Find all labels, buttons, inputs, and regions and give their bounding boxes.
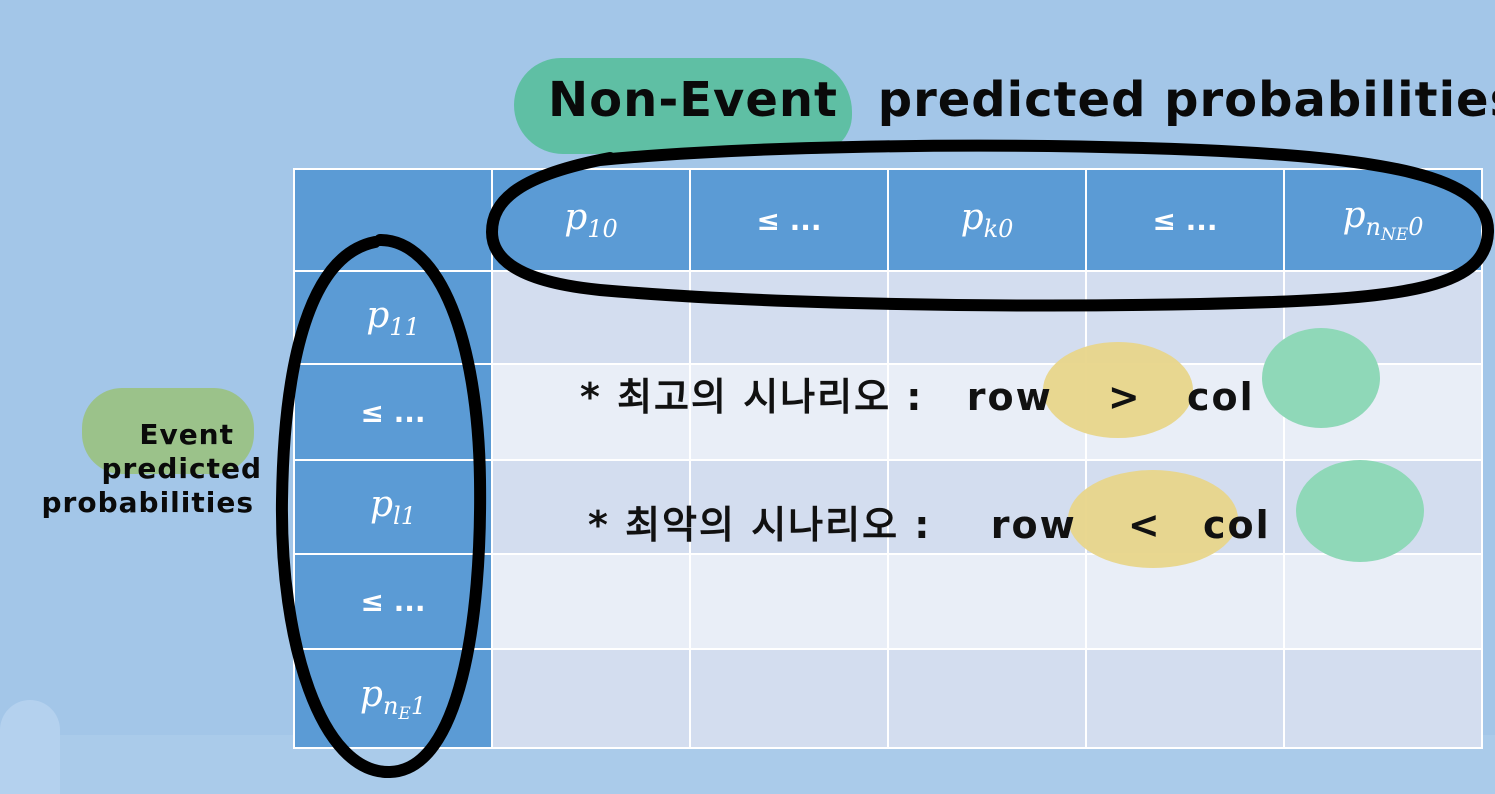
body-cell	[493, 555, 689, 648]
body-cell	[691, 650, 887, 747]
body-cell	[691, 461, 887, 553]
title-rest: predicted probabilities	[877, 72, 1495, 128]
body-cell	[493, 461, 689, 553]
header-cell-pnne0: pnNE0	[1285, 170, 1481, 270]
best-scenario-label: * 최고의 시나리오 :	[580, 375, 924, 419]
row-cell-p11: p11	[295, 272, 491, 363]
best-col-highlight	[1262, 328, 1380, 428]
body-cell	[889, 555, 1085, 648]
body-cell	[1285, 555, 1481, 648]
body-cell	[691, 365, 887, 459]
background-hill-left	[0, 700, 60, 794]
body-cell	[889, 650, 1085, 747]
side-label-line2: predicted	[101, 452, 262, 485]
header-cell-pk0: pk0	[889, 170, 1085, 270]
worst-operator: <	[1127, 503, 1162, 547]
body-cell	[691, 555, 887, 648]
title-highlighted-part: Non-Event	[548, 72, 838, 128]
header-cell-ellipsis-1: ≤ ...	[691, 170, 887, 270]
row-cell-ellipsis-1: ≤ ...	[295, 365, 491, 459]
header-cell-ellipsis-2: ≤ ...	[1087, 170, 1283, 270]
body-cell	[889, 272, 1085, 363]
header-cell-p10: p10	[493, 170, 689, 270]
worst-row-highlight	[1068, 470, 1238, 568]
best-scenario-note: * 최고의 시나리오 : row > col	[580, 366, 1255, 421]
worst-scenario-note: * 최악의 시나리오 : row < col	[588, 494, 1271, 549]
row-cell-ellipsis-2: ≤ ...	[295, 555, 491, 648]
side-label: Event predicted probabilities	[0, 418, 262, 520]
body-cell	[691, 272, 887, 363]
side-label-line3: probabilities	[41, 486, 254, 519]
side-label-highlight	[82, 388, 254, 474]
corner-cell	[295, 170, 491, 270]
body-cell	[1087, 650, 1283, 747]
title: Non-Event predicted probabilities	[548, 72, 1495, 128]
worst-row-word: row	[990, 503, 1077, 547]
body-cell	[493, 650, 689, 747]
title-highlight	[514, 58, 852, 154]
best-col-word: col	[1186, 375, 1255, 419]
body-cell	[1087, 555, 1283, 648]
body-cell	[1285, 650, 1481, 747]
body-cell	[889, 461, 1085, 553]
best-operator: >	[1107, 375, 1142, 419]
best-row-word: row	[966, 375, 1053, 419]
body-cell	[493, 365, 689, 459]
worst-col-highlight	[1296, 460, 1424, 562]
row-cell-pne1: pnE1	[295, 650, 491, 747]
worst-col-word: col	[1202, 503, 1271, 547]
row-cell-pl1: pl1	[295, 461, 491, 553]
side-label-line1: Event	[139, 418, 234, 451]
best-row-highlight	[1043, 342, 1193, 438]
worst-scenario-label: * 최악의 시나리오 :	[588, 503, 932, 547]
body-cell	[493, 272, 689, 363]
probability-table: p10 ≤ ... pk0 ≤ ... pnNE0 p11 ≤ ... pl1 …	[293, 168, 1483, 749]
